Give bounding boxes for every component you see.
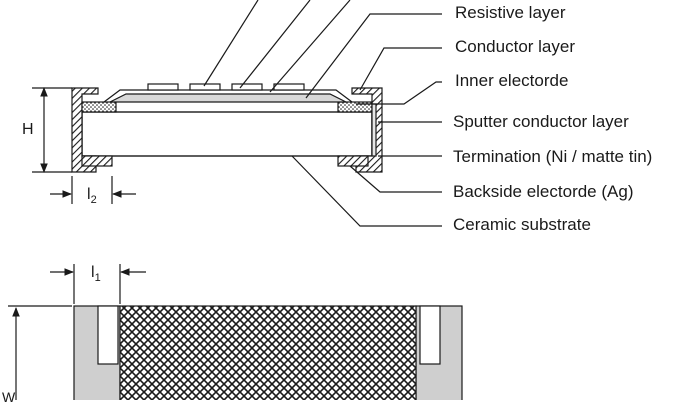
backside-electrode-right [337,155,369,167]
leader-ceramic [291,155,442,227]
dimension-l2-label: l2 [87,186,97,209]
inner-electrode-left [81,101,117,113]
dimension-l2-base: l [87,186,91,203]
sputter-layer-right [371,103,377,157]
dimension-h-label: H [22,121,34,138]
ceramic-substrate-shape [81,111,373,157]
leader-resistive [305,13,442,99]
resistive-layer-shape [109,93,347,103]
dimension-l1-base: l [91,264,95,281]
label-resistive-layer: Resistive layer [455,3,566,22]
dimension-l1-label: l1 [91,264,101,287]
conductor-bump-3 [231,83,263,91]
dimension-w-label: W [2,389,16,405]
conductor-bump-4 [273,83,305,91]
leader-inner-electrode [356,81,442,105]
leader-top-3 [269,0,351,93]
label-backside-electrode: Backside electorde (Ag) [453,182,634,201]
top-slot-right [419,305,441,365]
overcoat-shape [103,89,353,103]
label-inner-electrode: Inner electorde [455,71,569,90]
leader-top-2 [239,0,311,89]
dimension-l1-sub: 1 [94,272,101,284]
cross-section-view [32,0,442,227]
top-view [8,264,463,400]
dimension-l2-sub: 2 [90,194,97,206]
leader-conductor [359,47,442,91]
leader-backside [349,165,442,193]
top-resistive-body [119,305,417,400]
label-ceramic-substrate: Ceramic substrate [453,215,591,234]
label-conductor-layer: Conductor layer [455,37,576,56]
label-termination: Termination (Ni / matte tin) [453,147,653,166]
leader-top-1 [203,0,259,87]
top-slot-left [97,305,119,365]
conductor-bump-1 [147,83,179,91]
backside-electrode-left [81,155,113,167]
label-sputter-conductor-layer: Sputter conductor layer [453,112,629,131]
